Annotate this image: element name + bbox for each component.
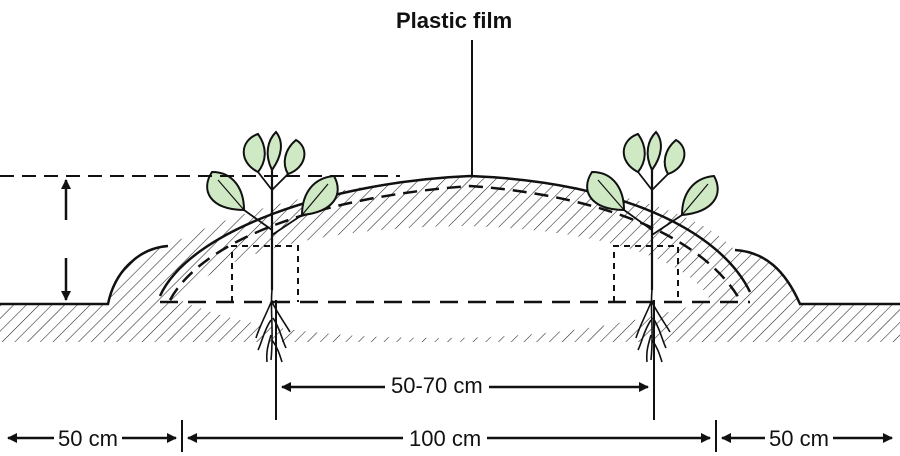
bed-width-label: 100 cm	[403, 428, 488, 450]
dashed-arch	[168, 184, 742, 301]
plastic-film-arch	[158, 174, 752, 297]
inner-spacing-label: 50-70 cm	[385, 375, 489, 397]
right-margin-label: 50 cm	[765, 428, 833, 450]
soil-center-clear	[180, 226, 710, 338]
left-margin-label: 50 cm	[54, 428, 122, 450]
diagram-title: Plastic film	[396, 8, 513, 33]
planting-hole-left	[231, 245, 299, 302]
soil-surface-line	[0, 244, 900, 306]
planting-hole-right	[613, 245, 679, 302]
